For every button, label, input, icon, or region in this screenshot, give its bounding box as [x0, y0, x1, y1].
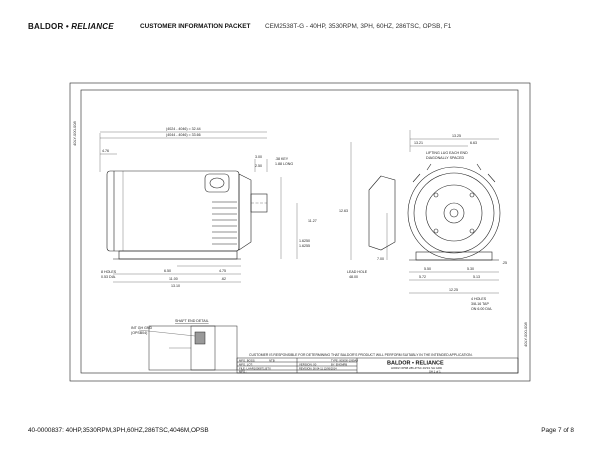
- tap-holes: 4 HOLES: [471, 297, 487, 301]
- dim-663: 6.63: [470, 141, 477, 145]
- dim-550: 5.50: [424, 267, 431, 271]
- dim-1325: 13.25: [452, 134, 461, 138]
- dim-1263: 12.63: [339, 209, 348, 213]
- shaft-end-detail: [138, 325, 238, 371]
- tb-revision: REVISION: 00 04-11 12/06/2014: [299, 367, 337, 371]
- tb-mfg-boss: MFG. BOSS:: [239, 359, 256, 363]
- tb-mfg: MFG.:: [239, 370, 247, 374]
- int-ground-label: INT GH GND: [131, 326, 153, 330]
- tb-mfg-boss-val: NTB: [269, 359, 275, 363]
- tap-size: 3/8-16 TAP: [471, 302, 489, 306]
- drawing-frame: [69, 82, 531, 382]
- footer-model: 40-0000837: 40HP,3530RPM,3PH,60HZ,286TSC…: [28, 427, 209, 434]
- title-block: [236, 357, 519, 374]
- motor-dimension-drawing: 40LY-000-008 40LY-000-008: [69, 82, 531, 382]
- page-number: Page 7 of 8: [541, 427, 574, 434]
- dim-shaft-dia2: 1.6255: [299, 244, 310, 248]
- dim-475: 4.75: [219, 269, 226, 273]
- dim-holes-dia: 0.53 DIA.: [101, 275, 116, 279]
- dim-1225: 12.25: [449, 288, 458, 292]
- dim-1310: 13.10: [171, 284, 180, 288]
- shaft-end-title: SHAFT END DETAIL: [175, 319, 209, 323]
- drawing-number-left: 40LY-000-008: [72, 121, 77, 146]
- tb-mfg-lot: MFG. LOT:: [239, 363, 253, 367]
- dim-700: 7.00: [377, 257, 384, 261]
- dim-062: .62: [221, 277, 226, 281]
- dim-holes: 8 HOLES: [101, 270, 117, 274]
- drawing-number-right: 40LY-000-008: [523, 322, 528, 347]
- lead-hole-size: 48.00: [349, 275, 358, 279]
- dim-300: 3.00: [255, 155, 262, 159]
- dim-250: 2.50: [255, 164, 262, 168]
- dim-overall-b: (4044 - 4046) = 33.66: [166, 133, 201, 137]
- lifting-lug-label: LIFTING LUG EACH END: [426, 151, 468, 155]
- dim-key-long: 1.88 LONG: [275, 162, 293, 166]
- brand-logo: BALDOR • RELIANCE: [28, 21, 114, 31]
- tb-brand: BALDOR • RELIANCE: [387, 361, 444, 367]
- dim-1127: 11.27: [308, 219, 317, 223]
- tb-sheet: SH 1 of 1: [429, 370, 441, 374]
- tb-description: HORIZ OPSB 286-4TSC 40/3/1 SH GRD: [391, 366, 442, 370]
- page-header: BALDOR • RELIANCE CUSTOMER INFORMATION P…: [28, 19, 451, 33]
- dim-overall-a: (4024 - 4046) = 32.44: [166, 127, 201, 131]
- packet-title: CUSTOMER INFORMATION PACKET: [140, 22, 251, 30]
- dim-650: 6.50: [164, 269, 171, 273]
- tb-version: VERSION: 00: [299, 363, 317, 367]
- side-view: [99, 131, 298, 283]
- model-description: CEM2538T-G - 40HP, 3530RPM, 3PH, 60HZ, 2…: [265, 22, 452, 30]
- tb-by: BY: ENGMRB: [331, 363, 347, 367]
- tb-file: FILE: LAAR1000871.BTX: [239, 367, 271, 371]
- end-view: [350, 130, 501, 294]
- dim-1321: 13.21: [414, 141, 423, 145]
- tap-circle: ON 6.00 DIA.: [471, 307, 492, 311]
- dim-shaft-dia: 1.6250: [299, 239, 310, 243]
- lead-hole-label: LEAD HOLE: [347, 270, 368, 274]
- dim-513: 5.13: [473, 275, 480, 279]
- int-ground-code: (OPSB04): [131, 331, 147, 335]
- dim-476: 4.76: [102, 149, 109, 153]
- dim-key: .38 KEY: [275, 157, 289, 161]
- dim-1100: 11.00: [169, 277, 178, 281]
- dim-025: .25: [502, 261, 507, 265]
- tb-type: TYPE: 000000-1099AB: [331, 359, 358, 363]
- lifting-lug-label-2: DIAGONALLY SPACED: [426, 156, 465, 160]
- dim-530: 5.30: [467, 267, 474, 271]
- dim-572: 5.72: [419, 275, 426, 279]
- customer-notice: CUSTOMER IS RESPONSIBLE FOR DETERMINING …: [249, 353, 473, 357]
